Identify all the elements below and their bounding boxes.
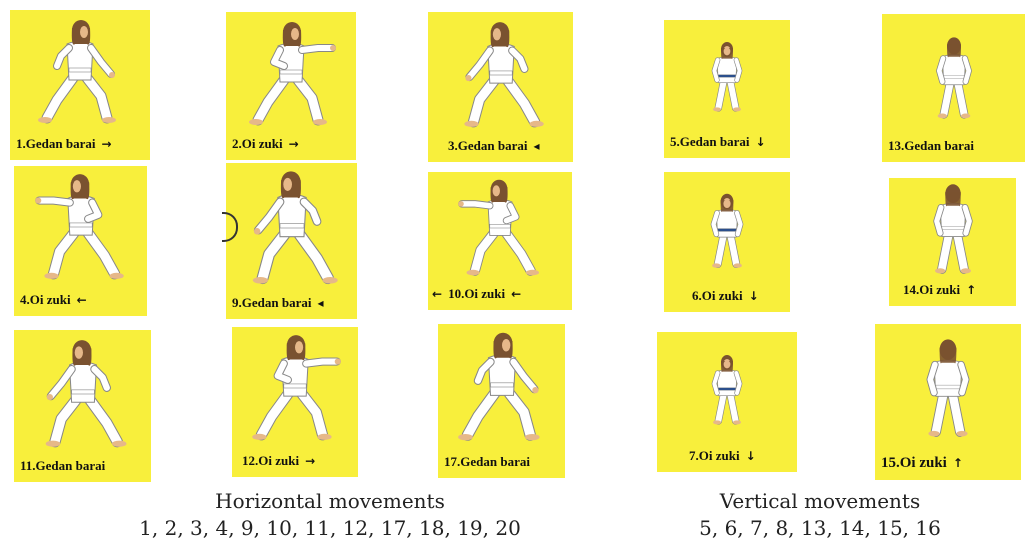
direction-arrow-icon: →	[101, 137, 111, 151]
karateka-figure	[452, 176, 548, 280]
horizontal-caption: Horizontal movements 1, 2, 3, 4, 9, 10, …	[120, 488, 540, 542]
direction-arrow-icon: ↓	[746, 449, 756, 463]
karateka-figure	[919, 22, 989, 132]
karateka-figure	[914, 180, 992, 276]
panel-11-gedan-barai: 11.Gedan barai	[14, 330, 151, 482]
panel-label: 17.Gedan barai	[444, 454, 563, 470]
panel-label: 11.Gedan barai	[20, 458, 149, 474]
panel-label: 9.Gedan barai◂	[232, 295, 355, 311]
panel-label: 13.Gedan barai	[888, 138, 1023, 154]
panel-label: 1.Gedan barai→	[16, 136, 148, 152]
direction-arrow-icon: ↑	[966, 283, 976, 297]
vertical-title: Vertical movements	[640, 488, 1000, 515]
horizontal-title: Horizontal movements	[120, 488, 540, 515]
vertical-list: 5, 6, 7, 8, 13, 14, 15, 16	[640, 515, 1000, 542]
panel-4-oi-zuki: 4.Oi zuki←	[14, 166, 147, 316]
panel-3-gedan-barai: 3.Gedan barai◂	[428, 12, 573, 162]
karateka-figure	[31, 170, 131, 284]
vertical-caption: Vertical movements 5, 6, 7, 8, 13, 14, 1…	[640, 488, 1000, 542]
direction-arrow-icon: ↓	[749, 289, 759, 303]
horizontal-list: 1, 2, 3, 4, 9, 10, 11, 12, 17, 18, 19, 2…	[120, 515, 540, 542]
panel-5-gedan-barai: 5.Gedan barai↓	[664, 20, 790, 158]
panel-14-oi-zuki: 14.Oi zuki↑	[889, 178, 1016, 306]
panel-label: 4.Oi zuki←	[20, 292, 145, 308]
panel-13-gedan-barai: 13.Gedan barai	[882, 14, 1025, 162]
direction-arrow-icon: ↑	[953, 456, 963, 470]
panel-label: 5.Gedan barai↓	[670, 134, 788, 150]
direction-arrow-icon: ◂	[533, 139, 539, 153]
panel-label: 12.Oi zuki→	[242, 453, 356, 469]
panel-label: 3.Gedan barai◂	[448, 138, 571, 154]
karateka-figure	[697, 24, 757, 128]
panel-15-oi-zuki: 15.Oi zuki↑	[875, 324, 1021, 480]
karateka-figure	[243, 18, 339, 130]
panel-label: ←10.Oi zuki←	[432, 286, 570, 302]
panel-label: 6.Oi zuki↓	[692, 288, 788, 304]
panel-9-gedan-barai: 9.Gedan barai◂	[226, 163, 357, 319]
karateka-figure	[906, 328, 990, 446]
karateka-figure	[455, 18, 547, 132]
panel-6-oi-zuki: 6.Oi zuki↓	[664, 172, 790, 312]
direction-arrow-icon: ↓	[755, 135, 765, 149]
karateka-figure	[695, 176, 759, 284]
direction-arrow-icon: →	[289, 137, 299, 151]
panel-1-gedan-barai: 1.Gedan barai→	[10, 10, 150, 160]
panel-12-oi-zuki: 12.Oi zuki→	[232, 327, 358, 477]
direction-arrow-icon: ◂	[317, 296, 323, 310]
panel-2-oi-zuki: 2.Oi zuki→	[226, 12, 356, 160]
karateka-figure	[35, 336, 131, 452]
panel-label: 15.Oi zuki↑	[881, 455, 1019, 472]
karateka-figure	[242, 167, 342, 289]
direction-arrow-icon: →	[305, 454, 315, 468]
karateka-figure	[697, 336, 757, 442]
panel-label: 7.Oi zuki↓	[689, 448, 795, 464]
karateka-figure	[245, 331, 345, 445]
panel-label: 14.Oi zuki↑	[903, 282, 1014, 298]
karateka-figure	[35, 16, 125, 128]
panel-label: 2.Oi zuki→	[232, 136, 354, 152]
direction-arrow-icon: ←	[432, 287, 442, 301]
panel-7-oi-zuki: 7.Oi zuki↓	[657, 332, 797, 472]
panel-10-oi-zuki: ←10.Oi zuki←	[428, 172, 572, 310]
panel-17-gedan-barai: 17.Gedan barai	[438, 324, 565, 478]
direction-arrow-icon: ←	[77, 293, 87, 307]
direction-arrow-icon: ←	[511, 287, 521, 301]
karateka-figure	[455, 328, 549, 446]
